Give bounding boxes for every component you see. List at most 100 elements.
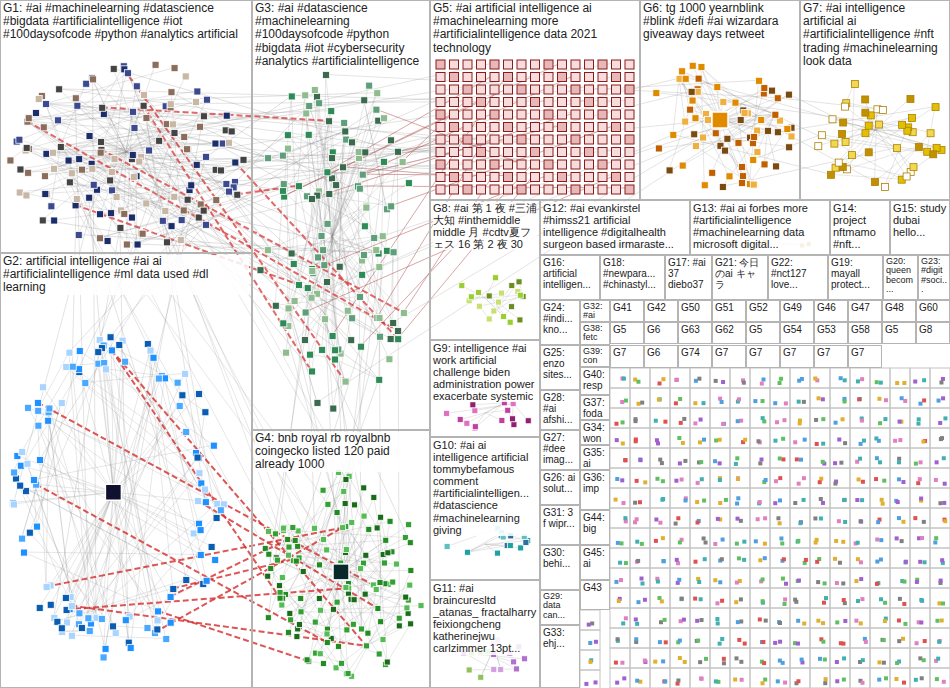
- vertex-icon: [140, 92, 147, 99]
- vertex-icon: [324, 639, 330, 645]
- inter-group-edge: [71, 151, 439, 173]
- vertex-icon: [598, 123, 607, 132]
- group-tile: [830, 368, 850, 388]
- vertex-icon: [325, 501, 331, 507]
- group-tile: [710, 488, 730, 508]
- vertex-icon: [291, 297, 298, 304]
- vertex-icon: [679, 162, 686, 169]
- vertex-icon: [450, 110, 459, 119]
- inter-group-edge: [361, 163, 534, 346]
- vertex-icon: [385, 550, 391, 556]
- vertex-edge: [485, 298, 510, 322]
- vertex-icon: [362, 591, 368, 597]
- vertex-icon: [95, 349, 102, 356]
- inter-group-edge: [59, 89, 466, 101]
- vertex-icon: [612, 173, 621, 182]
- group-tile: [690, 408, 710, 428]
- inter-group-edge: [60, 100, 363, 147]
- vertex-icon: [373, 106, 380, 113]
- vertex-icon: [40, 384, 47, 391]
- group-tile: [610, 368, 630, 388]
- vertex-icon: [463, 110, 472, 119]
- vertex-edge: [489, 282, 519, 319]
- inter-group-edge: [19, 138, 547, 192]
- inter-group-edge: [146, 203, 315, 528]
- vertex-icon: [305, 131, 312, 138]
- vertex-edge: [113, 492, 170, 596]
- vertex-icon: [381, 560, 387, 566]
- vertex-icon: [16, 136, 23, 143]
- vertex-icon: [625, 85, 634, 94]
- vertex-icon: [194, 88, 201, 95]
- vertex-icon: [835, 159, 842, 166]
- vertex-icon: [127, 644, 134, 651]
- vertex-edge: [271, 568, 347, 674]
- vertex-icon: [324, 631, 330, 637]
- vertex-icon: [116, 341, 123, 348]
- vertex-icon: [228, 128, 235, 135]
- vertex-icon: [732, 99, 739, 106]
- vertex-icon: [324, 547, 330, 553]
- vertex-icon: [841, 103, 848, 110]
- vertex-icon: [144, 341, 151, 348]
- vertex-icon: [531, 60, 540, 69]
- vertex-icon: [490, 160, 499, 169]
- vertex-edge: [875, 99, 910, 130]
- group-tile: [790, 448, 810, 468]
- vertex-icon: [378, 514, 384, 520]
- vertex-icon: [758, 116, 765, 123]
- vertex-edge: [701, 67, 761, 120]
- group-tile: [790, 588, 810, 608]
- vertex-edge: [24, 552, 201, 554]
- vertex-edge: [79, 372, 197, 457]
- group-tile: [850, 408, 870, 428]
- group-tile: [710, 568, 730, 588]
- vertex-icon: [213, 515, 220, 522]
- vertex-icon: [39, 217, 46, 224]
- vertex-icon: [558, 135, 567, 144]
- group-tile: [710, 468, 730, 488]
- vertex-icon: [355, 149, 362, 156]
- vertex-icon: [171, 193, 178, 200]
- vertex-icon: [737, 117, 744, 124]
- vertex-icon: [772, 111, 779, 118]
- vertex-icon: [110, 65, 117, 72]
- vertex-icon: [265, 528, 271, 534]
- vertex-icon: [504, 185, 513, 194]
- group-tile: [930, 528, 950, 548]
- vertex-icon: [50, 149, 57, 156]
- group-tile: [670, 408, 690, 428]
- group-tile: [690, 388, 710, 408]
- group-tile: [710, 368, 730, 388]
- vertex-icon: [328, 108, 335, 115]
- vertex-edge: [288, 522, 351, 632]
- vertex-icon: [436, 98, 445, 107]
- vertex-icon: [741, 110, 748, 117]
- vertex-icon: [786, 144, 793, 151]
- vertex-icon: [90, 76, 97, 83]
- vertex-icon: [285, 552, 291, 558]
- vertex-icon: [720, 99, 727, 106]
- vertex-icon: [773, 163, 780, 170]
- vertex-icon: [436, 85, 445, 94]
- vertex-icon: [170, 585, 177, 592]
- vertex-icon: [517, 160, 526, 169]
- vertex-icon: [698, 64, 705, 71]
- group-tile: [670, 448, 690, 468]
- vertex-icon: [516, 279, 522, 285]
- group-tile: [910, 468, 930, 488]
- vertex-icon: [107, 334, 114, 341]
- vertex-icon: [750, 156, 757, 163]
- group-vertices: [257, 71, 412, 412]
- vertex-icon: [490, 185, 499, 194]
- vertex-icon: [544, 110, 553, 119]
- vertex-icon: [463, 148, 472, 157]
- vertex-icon: [167, 594, 174, 601]
- group-tile: [630, 388, 650, 408]
- vertex-icon: [54, 117, 61, 124]
- group-tile: [750, 388, 770, 408]
- vertex-edge: [842, 107, 935, 167]
- vertex-icon: [143, 200, 150, 207]
- group-tile: [690, 488, 710, 508]
- vertex-icon: [517, 148, 526, 157]
